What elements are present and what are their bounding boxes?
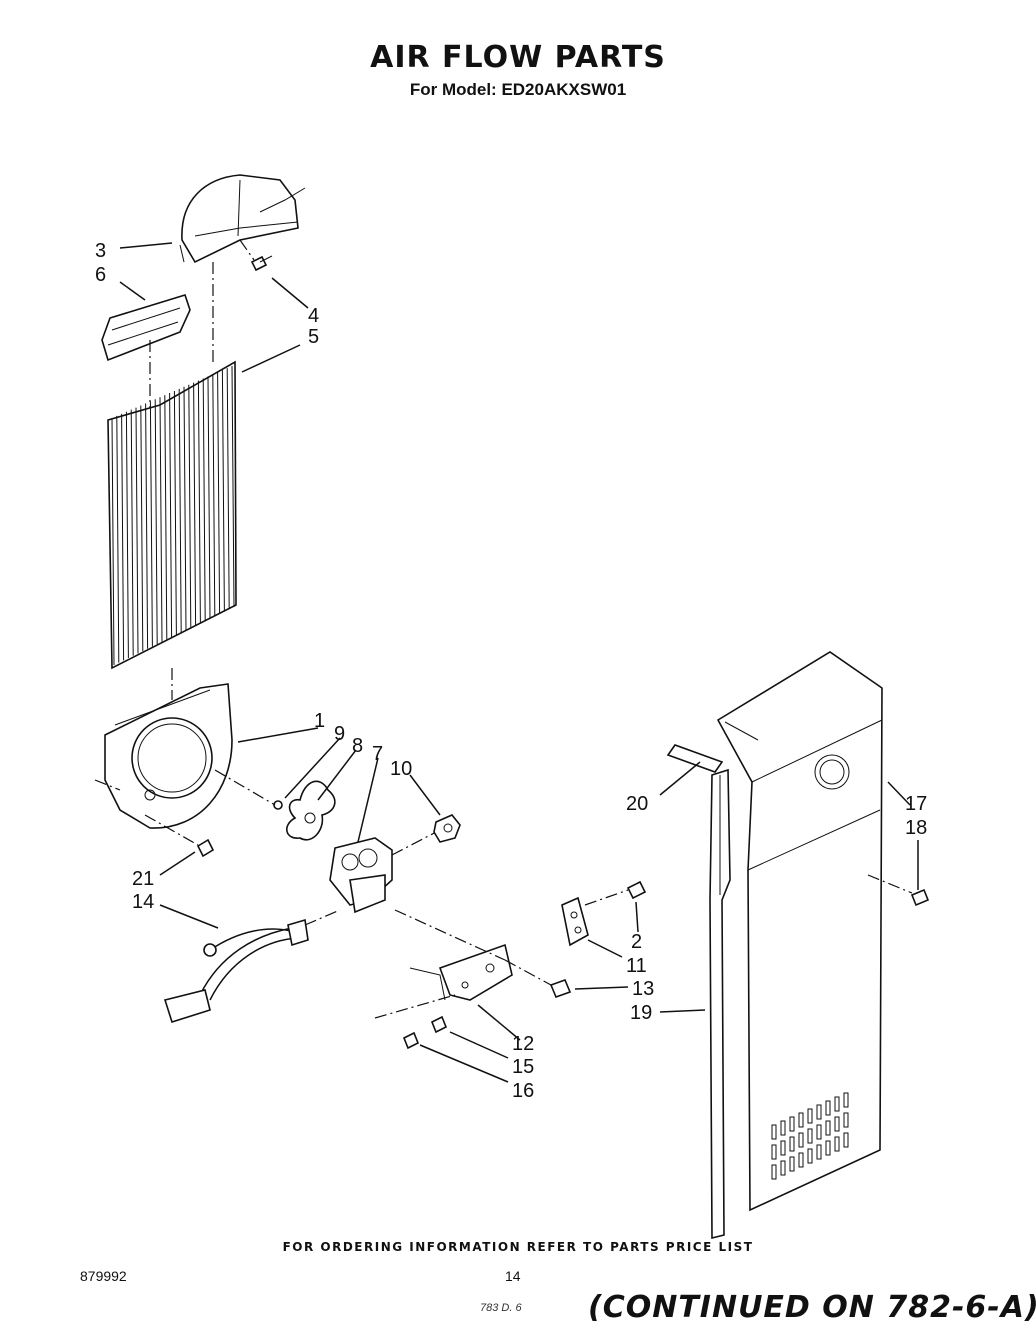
callout-20: 20 bbox=[626, 793, 648, 815]
screw-part-16 bbox=[374, 994, 456, 1050]
callout-2: 2 bbox=[631, 931, 642, 953]
callout-10: 10 bbox=[390, 758, 412, 780]
callout-6: 6 bbox=[95, 264, 106, 286]
screw-part-15 bbox=[430, 1015, 448, 1034]
grille-panel-part-5 bbox=[107, 262, 237, 700]
screw-part-2 bbox=[584, 880, 647, 906]
bracket-part-11 bbox=[561, 896, 589, 947]
callout-5: 5 bbox=[308, 326, 319, 348]
fan-housing-part-1 bbox=[94, 683, 233, 829]
page-title: AIR FLOW PARTS bbox=[370, 40, 666, 75]
callout-9: 9 bbox=[334, 723, 345, 745]
bracket-part-6 bbox=[101, 294, 191, 362]
screw-part-18 bbox=[867, 874, 930, 907]
callout-16: 16 bbox=[512, 1080, 534, 1102]
callout-11: 11 bbox=[626, 955, 647, 977]
motor-bracket-part-12 bbox=[394, 909, 513, 1001]
leader-lines bbox=[119, 242, 919, 1083]
callout-18: 18 bbox=[905, 817, 927, 839]
page-number: 14 bbox=[505, 1268, 521, 1284]
callout-17: 17 bbox=[905, 793, 927, 815]
callout-8: 8 bbox=[352, 735, 363, 757]
model-subtitle: For Model: ED20AKXSW01 bbox=[409, 80, 627, 99]
clip-part-13 bbox=[504, 959, 572, 999]
screw-part-4 bbox=[239, 239, 273, 272]
wire-harness-part-14 bbox=[163, 909, 341, 1024]
duct-cover-part-3 bbox=[179, 174, 306, 264]
callout-19: 19 bbox=[630, 1002, 652, 1024]
handwritten-scrawl: 783 D. 6 bbox=[480, 1302, 522, 1314]
side-rail-part-19 bbox=[709, 768, 731, 1240]
callout-3: 3 bbox=[95, 240, 106, 262]
continued-note: (CONTINUED ON 782-6-A) bbox=[588, 1290, 1036, 1325]
callout-1: 1 bbox=[314, 710, 325, 732]
grommet-part-10 bbox=[433, 814, 461, 843]
fan-blade-part-8 bbox=[214, 769, 336, 841]
rear-panel-part-17 bbox=[716, 651, 883, 1212]
callout-12: 12 bbox=[512, 1033, 534, 1055]
screw-part-21 bbox=[144, 814, 215, 858]
callout-13: 13 bbox=[632, 978, 654, 1000]
callout-7: 7 bbox=[372, 743, 383, 765]
fan-motor-part-7 bbox=[329, 829, 441, 914]
callout-21: 21 bbox=[132, 868, 154, 890]
document-number: 879992 bbox=[80, 1268, 127, 1284]
callout-4: 4 bbox=[308, 305, 319, 327]
callout-14: 14 bbox=[132, 891, 154, 913]
seal-strip-part-20 bbox=[666, 744, 724, 773]
callout-15: 15 bbox=[512, 1056, 534, 1078]
ordering-note: FOR ORDERING INFORMATION REFER TO PARTS … bbox=[282, 1240, 754, 1254]
